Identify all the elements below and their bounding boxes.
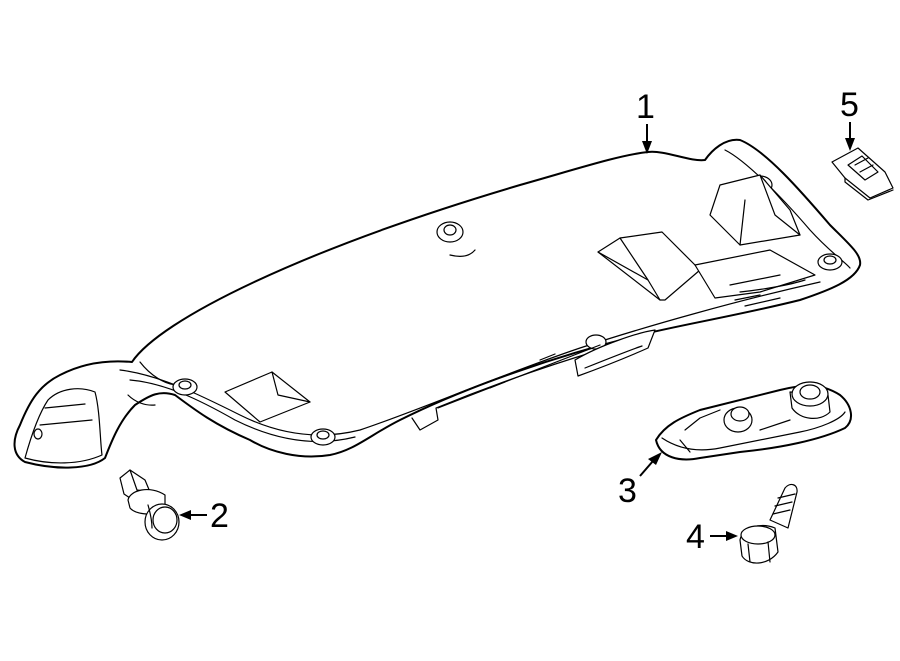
callout-label-5: 5: [840, 86, 859, 124]
callout-label-4: 4: [686, 518, 705, 556]
callout-2: 2: [179, 497, 229, 535]
callout-5: 5: [840, 86, 859, 151]
callout-label-1: 1: [636, 88, 655, 126]
callout-arrowhead-5: [845, 138, 855, 151]
part-5-clip: [831, 147, 894, 201]
callout-4: 4: [686, 518, 738, 556]
callout-label-2: 2: [210, 497, 229, 535]
part-2-push-pin: [119, 469, 180, 541]
part-1-trim-panel: [13, 138, 862, 469]
callout-1: 1: [636, 88, 655, 154]
callout-3: 3: [618, 452, 662, 510]
part-4-screw: [739, 483, 798, 564]
callout-arrowhead-3: [648, 452, 662, 465]
callout-label-3: 3: [618, 472, 637, 510]
callout-arrowhead-2: [179, 510, 191, 520]
callout-arrowhead-4: [726, 531, 738, 541]
callout-arrowhead-1: [642, 141, 652, 154]
callout-arrow-3: [639, 460, 654, 477]
part-3-bracket: [655, 381, 852, 461]
